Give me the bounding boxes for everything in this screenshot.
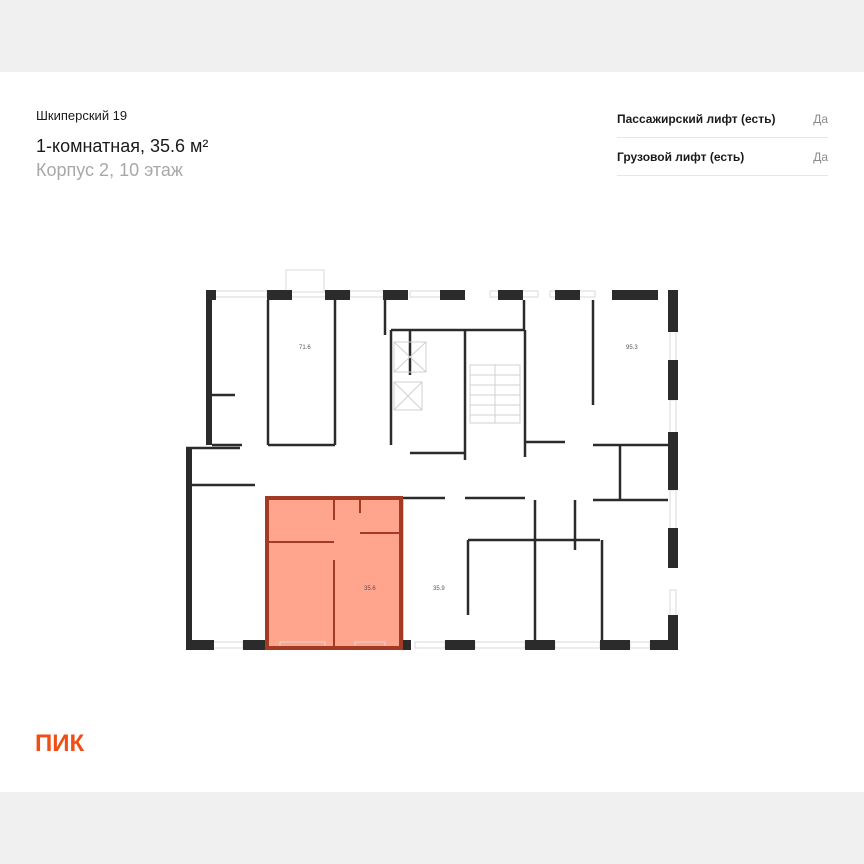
floor-plan-drawing — [186, 269, 678, 650]
area-label-35-6: 35.6 — [364, 586, 376, 592]
feature-value: Да — [813, 149, 828, 164]
feature-freight-lift: Грузовой лифт (есть) Да — [617, 138, 828, 176]
project-name: Шкиперский 19 — [36, 108, 128, 123]
area-label-71-6: 71.6 — [299, 345, 311, 351]
feature-label: Пассажирский лифт (есть) — [617, 111, 776, 126]
area-label-95-3: 95.3 — [626, 345, 638, 351]
pik-logo: ПИК — [35, 730, 85, 757]
building-floor: Корпус 2, 10 этаж — [36, 160, 183, 180]
card-background — [0, 72, 864, 792]
feature-label: Грузовой лифт (есть) — [617, 149, 745, 164]
feature-value: Да — [813, 111, 828, 126]
floor-plan: 71.6 95.3 35.6 35.9 — [180, 260, 690, 660]
apartment-title: 1-комнатная, 35.6 м² — [36, 136, 209, 156]
features-list: Пассажирский лифт (есть) Да Грузовой лиф… — [617, 100, 828, 176]
area-label-35-9: 35.9 — [433, 586, 445, 592]
feature-passenger-lift: Пассажирский лифт (есть) Да — [617, 100, 828, 138]
